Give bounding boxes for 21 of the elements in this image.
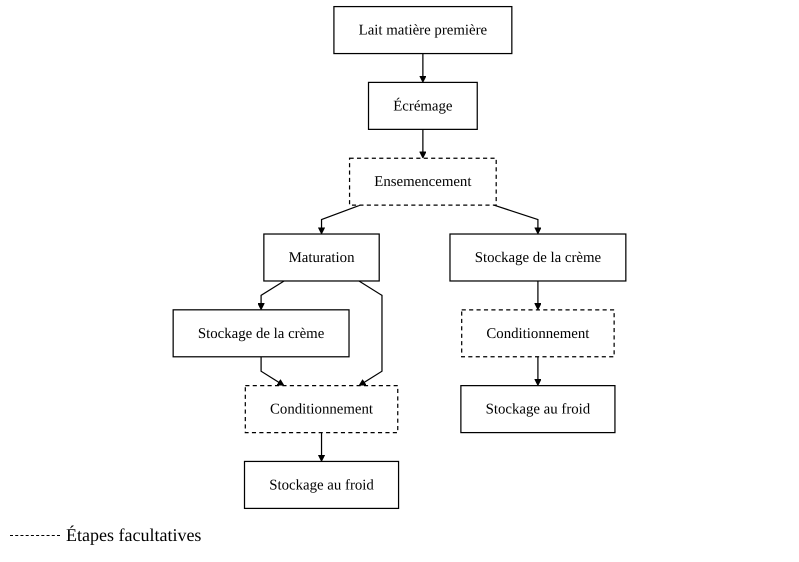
node-box: Stockage au froid bbox=[460, 385, 616, 434]
legend-text: Étapes facultatives bbox=[66, 525, 202, 546]
node-box: Lait matière première bbox=[333, 6, 512, 54]
arrow bbox=[318, 432, 326, 462]
node-box: Ensemencement bbox=[348, 158, 497, 206]
arrow bbox=[534, 356, 542, 386]
node-box: Écrémage bbox=[368, 82, 478, 130]
node-box: Stockage de la crème bbox=[449, 233, 626, 282]
node-box: Conditionnement bbox=[461, 309, 615, 358]
node-box: Conditionnement bbox=[244, 385, 398, 434]
node-box: Stockage de la crème bbox=[172, 309, 350, 358]
arrow bbox=[260, 356, 284, 386]
arrow bbox=[358, 280, 383, 386]
node-box: Maturation bbox=[263, 233, 380, 282]
arrow bbox=[534, 280, 542, 310]
arrow bbox=[494, 204, 542, 234]
arrow bbox=[419, 54, 426, 83]
arrow bbox=[318, 204, 360, 234]
arrow bbox=[257, 280, 284, 310]
arrow bbox=[419, 129, 426, 159]
node-box: Stockage au froid bbox=[244, 460, 400, 510]
